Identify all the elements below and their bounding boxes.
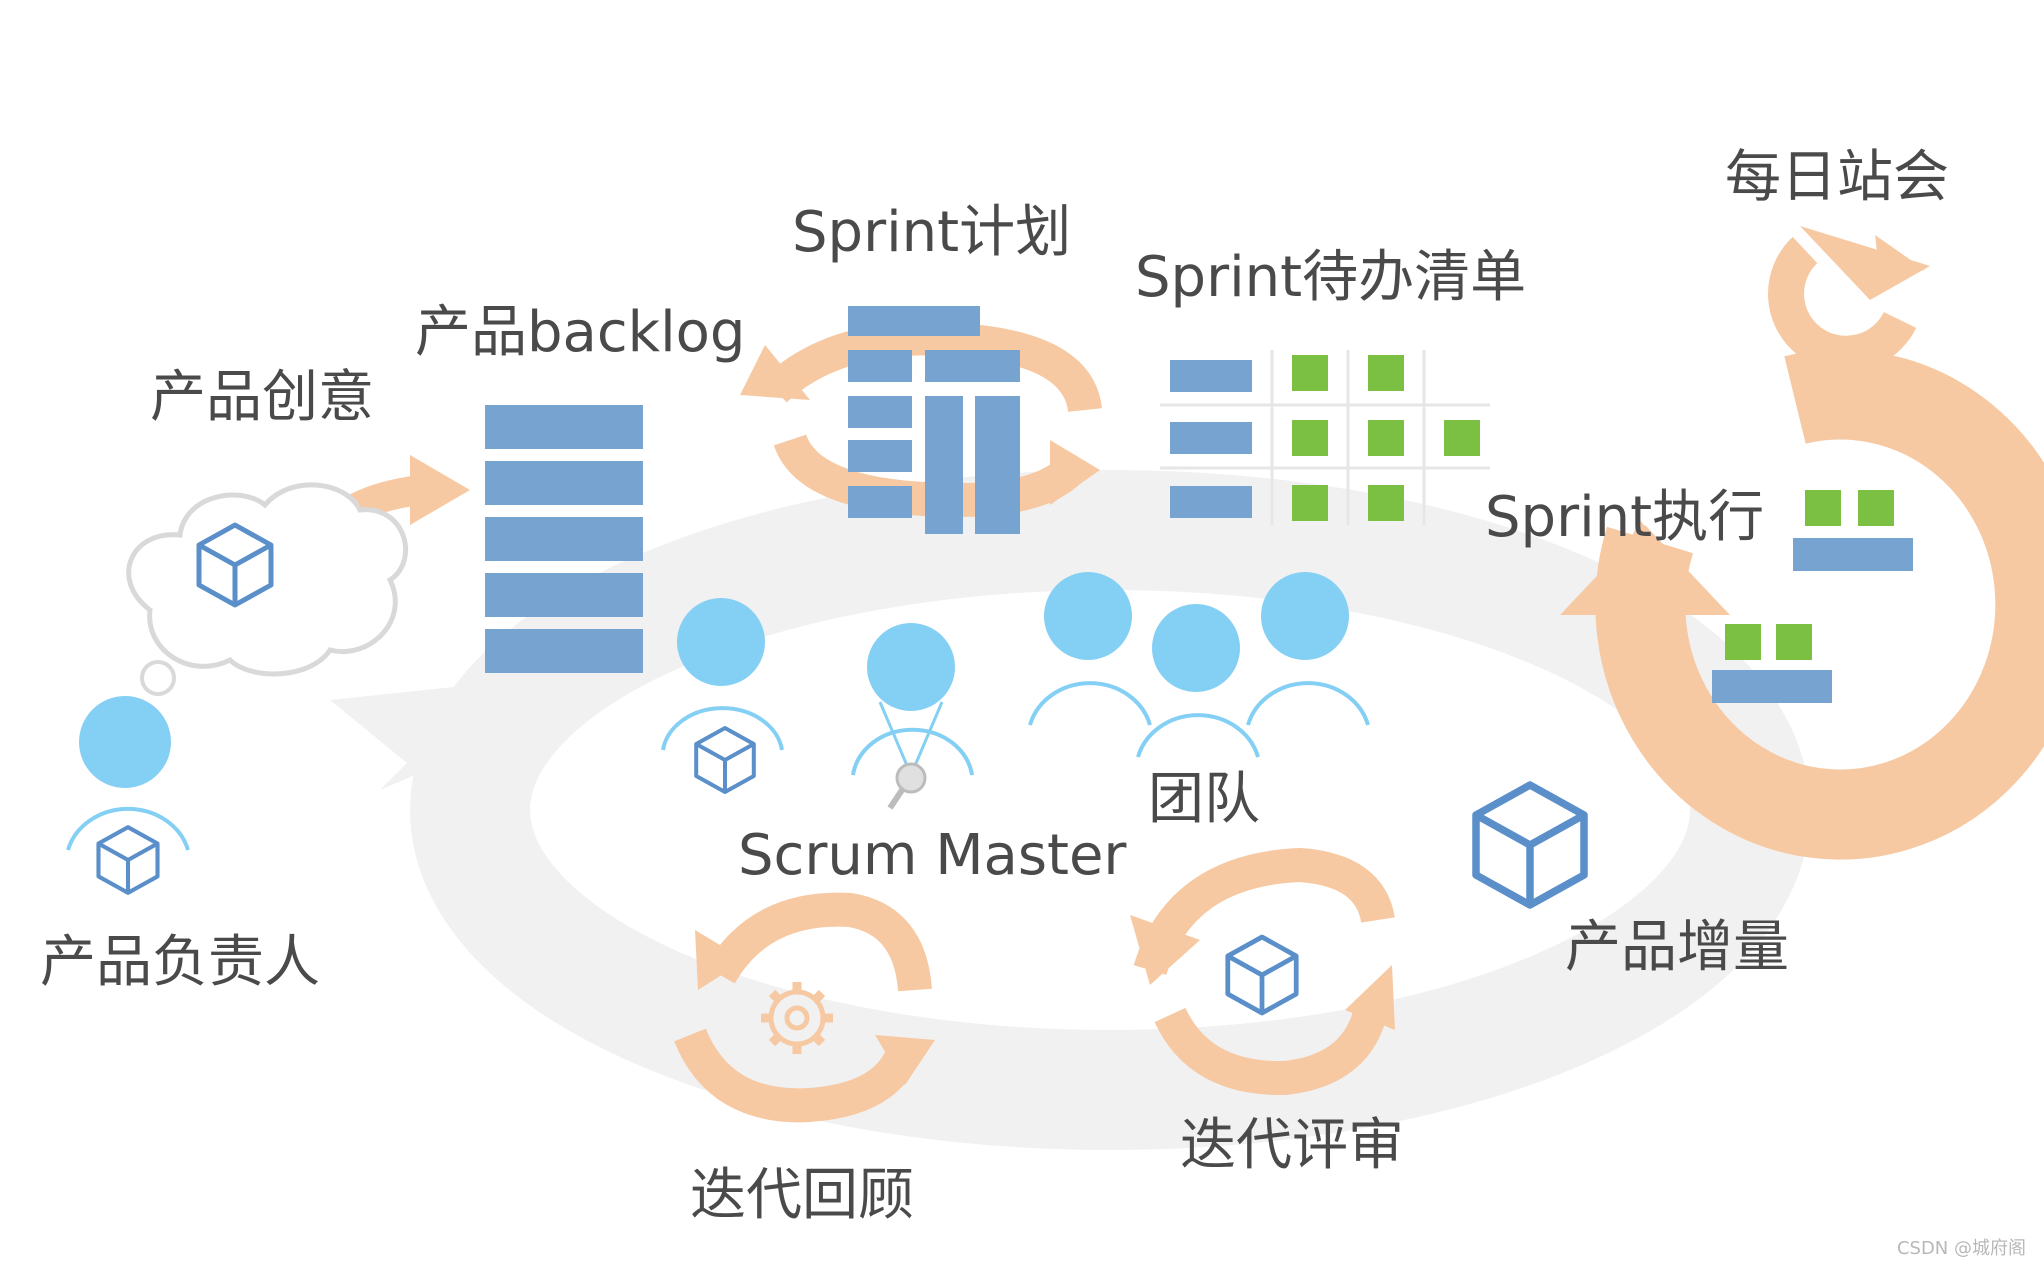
product-owner-cube-icon xyxy=(98,827,157,893)
scrum-master-person-icon xyxy=(851,623,974,779)
sprint-plan-blocks xyxy=(848,306,1020,534)
label-team: 团队 xyxy=(1148,767,1260,832)
label-retrospective: 迭代回顾 xyxy=(690,1163,914,1228)
label-scrum-master: Scrum Master xyxy=(738,823,1127,888)
label-sprint-backlog: Sprint待办清单 xyxy=(1135,245,1527,310)
product-owner-person-icon xyxy=(66,696,190,851)
label-product-owner: 产品负责人 xyxy=(40,930,320,995)
sprint-backlog-grid xyxy=(1160,350,1490,525)
label-sprint-plan: Sprint计划 xyxy=(792,200,1072,265)
label-sprint-execution: Sprint执行 xyxy=(1485,485,1765,550)
sprint-execution-cycle-icon xyxy=(1560,349,2044,860)
sprint-execution-items xyxy=(1712,490,1913,703)
whistle-icon xyxy=(887,762,927,810)
retrospective-cycle-icon xyxy=(674,892,935,1123)
sprint-plan-cycle-icon xyxy=(740,321,1102,518)
center-owner-cube-icon xyxy=(696,728,754,792)
daily-standup-cycle-icon xyxy=(1768,226,1930,372)
label-product-backlog: 产品backlog xyxy=(415,300,746,365)
center-product-owner-icon xyxy=(661,598,784,751)
label-product-idea: 产品创意 xyxy=(150,365,374,430)
label-product-increment: 产品增量 xyxy=(1565,915,1789,980)
review-cube-icon xyxy=(1228,937,1296,1013)
product-increment-cube-icon xyxy=(1476,785,1584,905)
watermark: CSDN @城府阁 xyxy=(1896,1238,2026,1259)
product-backlog-stack xyxy=(485,405,643,673)
sprint-review-cycle-icon xyxy=(1130,847,1395,1096)
label-sprint-review: 迭代评审 xyxy=(1180,1113,1404,1178)
label-daily-standup: 每日站会 xyxy=(1725,145,1949,210)
team-people-icon xyxy=(1028,572,1370,758)
gear-icon xyxy=(761,982,833,1054)
thought-cloud-icon xyxy=(126,482,409,696)
